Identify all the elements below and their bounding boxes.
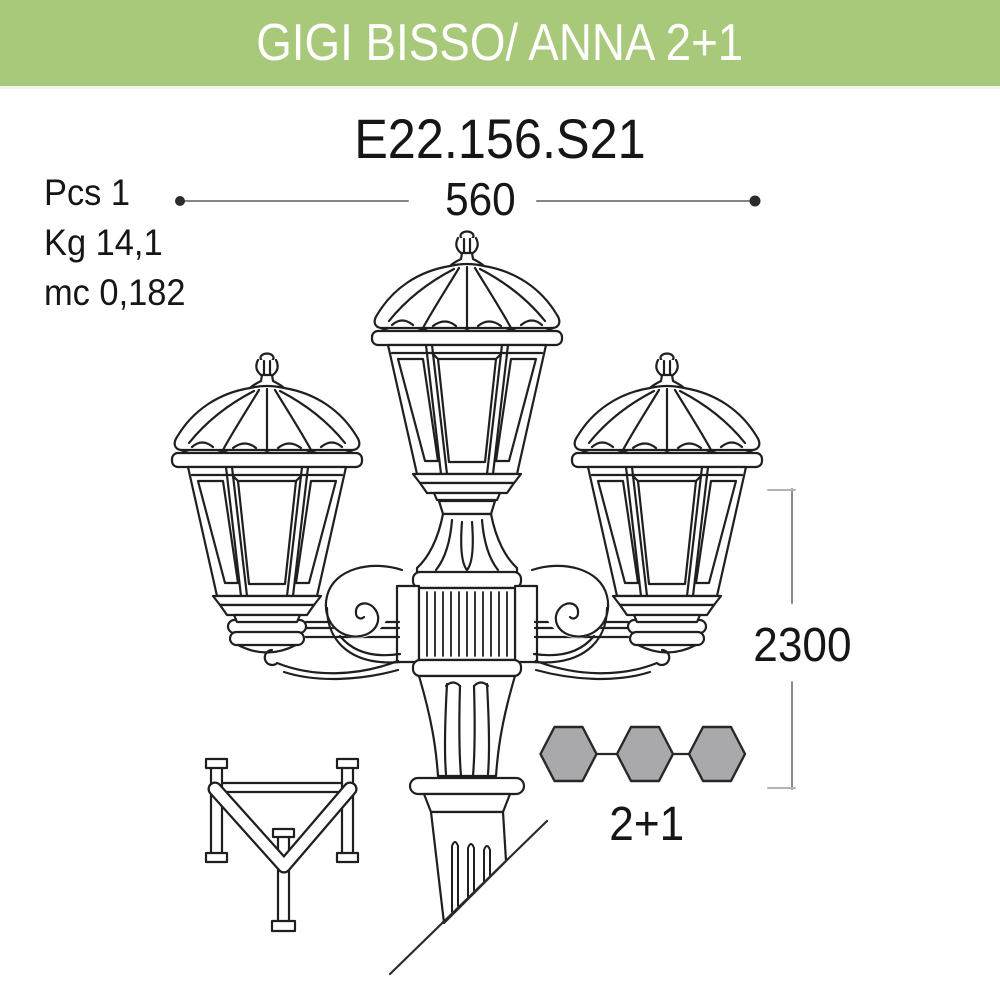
spec-list: Pcs 1 Kg 14,1 mc 0,182 xyxy=(44,168,196,318)
height-dimension-label: 2300 xyxy=(752,619,852,672)
center-lantern xyxy=(370,230,564,502)
height-dimension-line xyxy=(767,488,796,790)
product-code: E22.156.S21 xyxy=(0,106,1000,171)
hexagon-3 xyxy=(687,725,747,783)
spec-mc: mc 0,182 xyxy=(44,272,186,313)
header-bar: GIGI BISSO/ ANNA 2+1 xyxy=(0,0,1000,89)
hexagon-1 xyxy=(539,725,598,783)
configuration-hexagons xyxy=(539,725,747,783)
configuration-label: 2+1 xyxy=(609,798,685,851)
ground-anchor-drawing xyxy=(204,757,360,933)
spec-pcs: Pcs 1 xyxy=(44,172,131,213)
break-line xyxy=(388,819,549,976)
width-dimension-label: 560 xyxy=(444,173,516,225)
pole-drawing xyxy=(395,499,539,925)
hexagon-2 xyxy=(615,725,675,783)
spec-kg: Kg 14,1 xyxy=(44,222,163,263)
width-dimension-line xyxy=(175,195,761,207)
page-title: GIGI BISSO/ ANNA 2+1 xyxy=(256,14,744,72)
product-code-text: E22.156.S21 xyxy=(354,107,646,170)
